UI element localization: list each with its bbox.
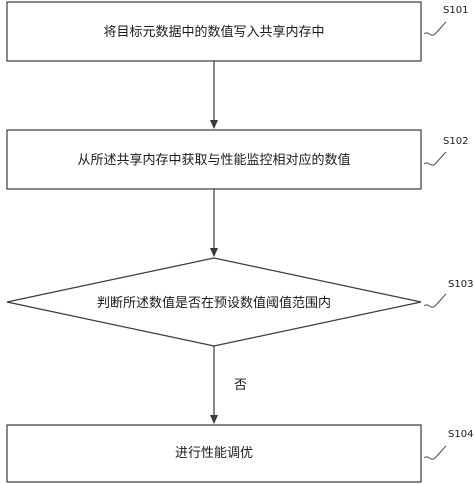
step-s104-label: S104	[448, 429, 473, 440]
step-s101-text: 将目标元数据中的数值写入共享内存中	[103, 24, 324, 40]
step-s103-leader	[423, 293, 447, 308]
step-s102-box	[6, 129, 422, 190]
step-s101-leader	[423, 21, 447, 36]
step-s103-label: S103	[448, 279, 473, 290]
step-s101-box	[6, 1, 422, 62]
step-s102-text: 从所述共享内存中获取与性能监控相对应的数值	[77, 152, 350, 168]
step-s102-label: S102	[443, 136, 468, 147]
step-s104-leader	[423, 445, 447, 460]
step-s104-box	[6, 424, 422, 483]
edge-label-no: 否	[234, 378, 247, 393]
step-s103-text: 判断所述数值是否在预设数值阈值范围内	[97, 295, 331, 311]
step-s101-label: S101	[443, 5, 468, 16]
step-s102-leader	[423, 151, 447, 166]
step-s104-text: 进行性能调优	[175, 446, 253, 461]
